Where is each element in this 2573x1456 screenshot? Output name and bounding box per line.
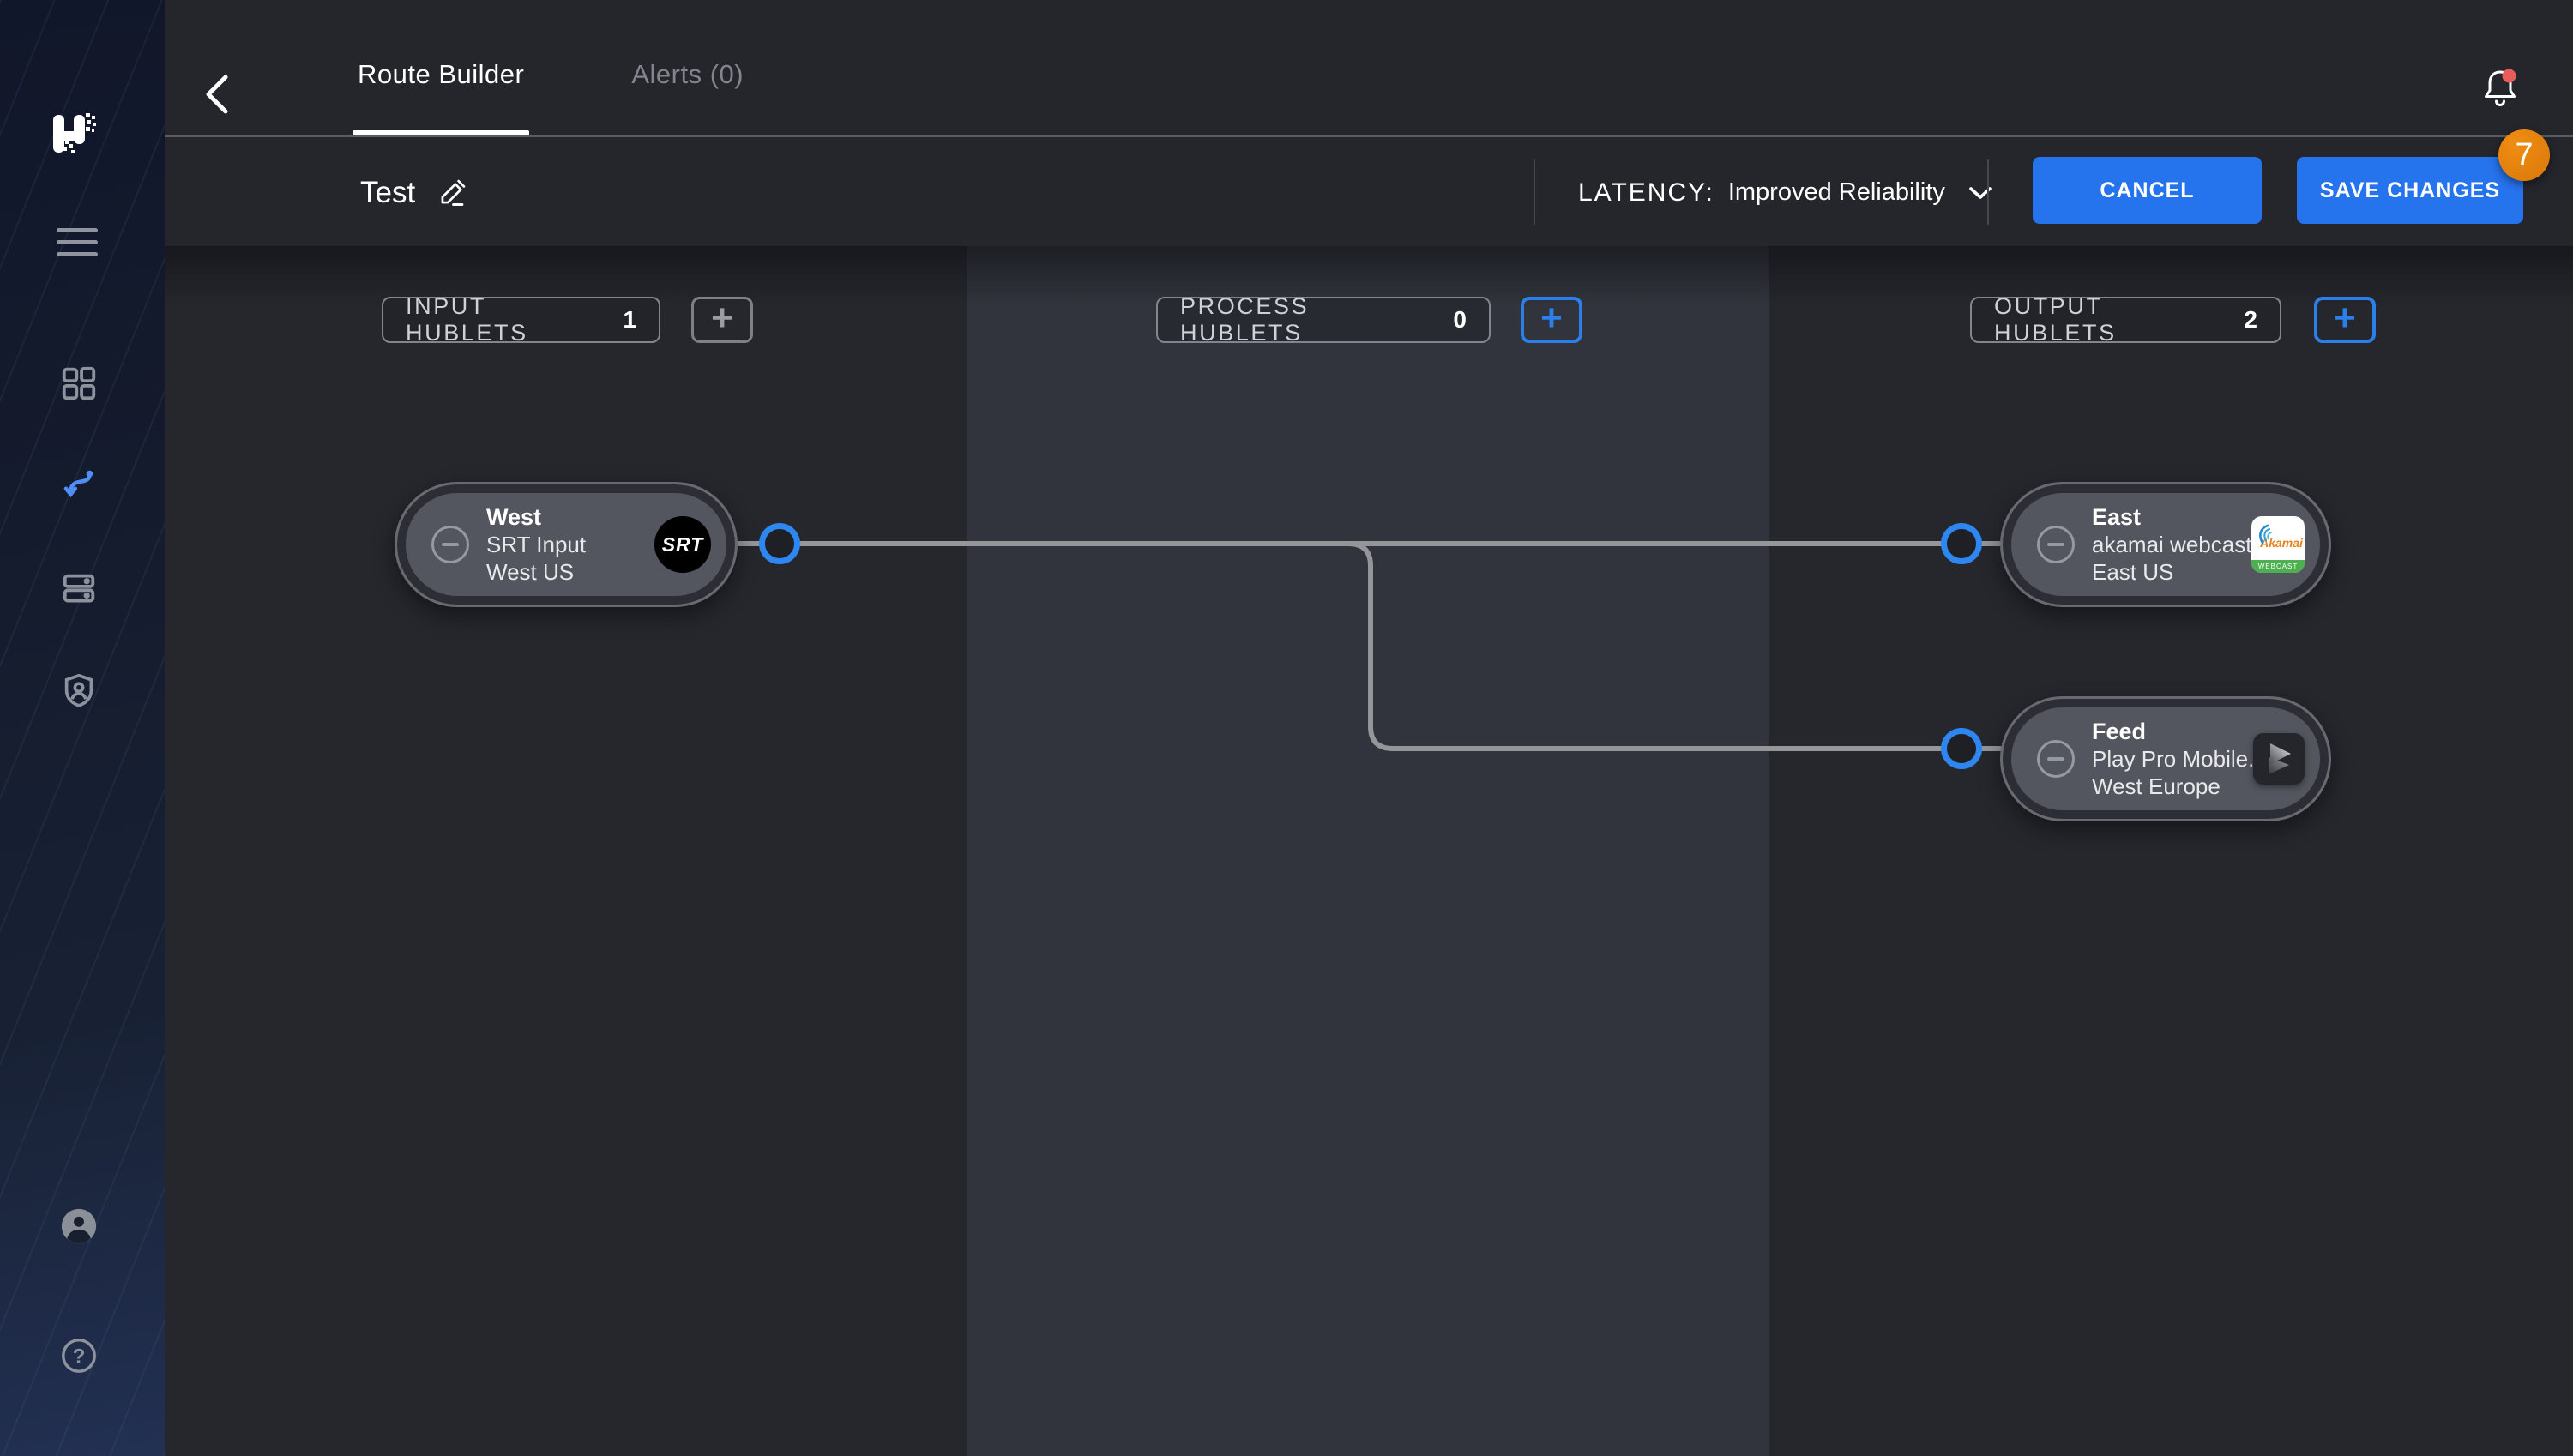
akamai-webcast-icon: Akamai WEBCAST — [2251, 516, 2305, 573]
top-tab-bar: Route Builder Alerts (0) — [165, 0, 2573, 137]
play-pro-icon — [2253, 733, 2305, 785]
input-port-east[interactable] — [1941, 523, 1982, 564]
chevron-left-icon — [206, 75, 228, 114]
output-hublets-header: OUTPUT HUBLETS 2 — [1970, 293, 2281, 346]
latency-dropdown[interactable]: LATENCY: Improved Reliability — [1578, 139, 1993, 246]
output-hublets-label: OUTPUT HUBLETS — [1994, 293, 2117, 346]
srt-protocol-icon: SRT — [654, 516, 711, 573]
hublet-node-east[interactable]: East akamai webcast East US Akamai WEBCA… — [2000, 482, 2331, 607]
back-button[interactable] — [197, 70, 240, 118]
hublet-region: West US — [486, 559, 575, 585]
question-icon: ? — [62, 1339, 96, 1373]
hublet-type: akamai webcast — [2092, 532, 2252, 557]
input-port-feed[interactable] — [1941, 728, 1982, 769]
sidebar: ? — [0, 0, 165, 1456]
webcast-strip: WEBCAST — [2251, 560, 2305, 573]
hublet-node-feed[interactable]: Feed Play Pro Mobile... West Europe — [2000, 696, 2331, 821]
hublet-info: West SRT Input West US — [486, 503, 654, 586]
process-column-background — [967, 246, 1769, 1456]
process-hublets-label: PROCESS HUBLETS — [1180, 293, 1310, 346]
hublet-type: SRT Input — [486, 532, 587, 557]
process-hublets-header: PROCESS HUBLETS 0 — [1156, 293, 1491, 346]
sidebar-item-dashboard[interactable] — [59, 364, 99, 403]
dashboard-grid-icon — [62, 366, 96, 400]
tabs: Route Builder Alerts (0) — [352, 0, 744, 137]
sidebar-item-routes-active[interactable] — [59, 465, 99, 504]
tab-route-builder[interactable]: Route Builder — [352, 0, 530, 137]
add-process-hublet-button[interactable]: + — [1521, 297, 1582, 343]
cancel-button[interactable]: CANCEL — [2033, 157, 2262, 224]
output-port-west[interactable] — [759, 523, 800, 564]
output-hublets-count: 2 — [2244, 306, 2257, 333]
servers-icon — [63, 574, 95, 603]
remove-hublet-button[interactable] — [2037, 740, 2075, 778]
routes-icon — [63, 470, 93, 498]
help-button[interactable]: ? — [59, 1336, 99, 1375]
latency-value: Improved Reliability — [1727, 178, 1945, 206]
route-name: Test — [360, 175, 416, 209]
connection-lines — [735, 541, 2003, 751]
hublet-info: East akamai webcast East US — [2092, 503, 2251, 586]
process-hublets-count: 0 — [1453, 306, 1467, 333]
edit-route-name-button[interactable] — [436, 177, 468, 209]
hublet-region: East US — [2092, 559, 2174, 585]
input-hublets-label: INPUT HUBLETS — [406, 293, 528, 346]
alert-dot — [2502, 69, 2516, 83]
route-toolbar: Test LATENCY: Improved Reliability CANCE… — [165, 139, 2573, 246]
route-title-group: Test — [360, 139, 468, 246]
menu-icon[interactable] — [57, 228, 99, 261]
remove-hublet-button[interactable] — [431, 526, 469, 563]
akamai-wave-icon — [2259, 524, 2272, 544]
notification-count-badge[interactable]: 7 — [2498, 129, 2550, 181]
hublet-title: West — [486, 504, 542, 530]
chevron-down-icon — [1969, 186, 1992, 199]
latency-label: LATENCY: — [1578, 177, 1714, 207]
notifications-bell-button[interactable] — [2480, 67, 2520, 110]
add-input-hublet-button[interactable]: + — [691, 297, 753, 343]
save-changes-button[interactable]: SAVE CHANGES — [2297, 157, 2523, 224]
svg-text:?: ? — [73, 1345, 86, 1368]
person-icon — [61, 1208, 97, 1244]
bell-icon — [2485, 69, 2516, 106]
user-avatar[interactable] — [59, 1206, 99, 1246]
double-play-icon — [2269, 743, 2291, 774]
edge-west-to-feed[interactable] — [1346, 541, 2003, 751]
hublet-title: East — [2092, 504, 2142, 530]
remove-hublet-button[interactable] — [2037, 526, 2075, 563]
input-hublets-count: 1 — [623, 306, 636, 333]
toolbar-divider — [1534, 159, 1535, 225]
sidebar-item-admin[interactable] — [59, 671, 99, 710]
hub-logo-icon[interactable] — [48, 106, 99, 158]
tab-alerts[interactable]: Alerts (0) — [631, 59, 744, 89]
add-output-hublet-button[interactable]: + — [2314, 297, 2376, 343]
hublet-region: West Europe — [2092, 773, 2220, 799]
akamai-wordmark: Akamai — [2260, 535, 2303, 550]
header-divider — [165, 135, 2573, 137]
toolbar-divider — [1987, 159, 1989, 225]
input-hublets-header: INPUT HUBLETS 1 — [382, 293, 660, 346]
sidebar-item-hubs[interactable] — [59, 569, 99, 608]
hublet-type: Play Pro Mobile... — [2092, 746, 2267, 772]
shield-user-icon — [64, 673, 93, 707]
hublet-title: Feed — [2092, 719, 2147, 744]
hublet-info: Feed Play Pro Mobile... West Europe — [2092, 718, 2267, 800]
route-canvas[interactable]: INPUT HUBLETS 1 + PROCESS HUBLETS 0 + OU… — [165, 246, 2573, 1456]
hublet-node-west[interactable]: West SRT Input West US SRT — [395, 482, 738, 607]
